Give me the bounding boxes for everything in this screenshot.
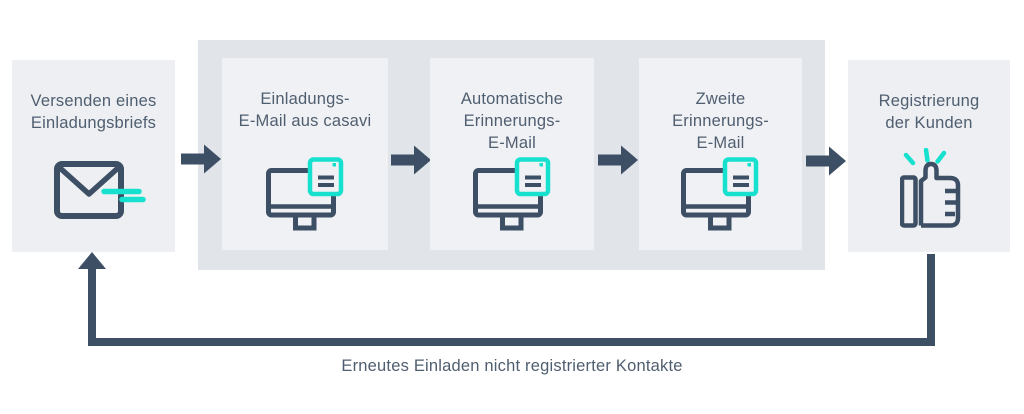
step-label-line: Einladungsbriefs <box>30 114 157 132</box>
monitor-email-icon <box>266 157 344 231</box>
step-label-line: Zweite <box>695 90 746 108</box>
step-label-line: E-Mail aus casavi <box>238 112 372 130</box>
step-label: Einladungs- E-Mail aus casavi <box>222 58 388 132</box>
flow-arrow-icon <box>806 146 846 176</box>
step-label: Registrierung der Kunden <box>848 60 1010 134</box>
step-label: Automatische Erinnerungs- E-Mail <box>430 58 594 154</box>
step-box-invitation-letter: Versenden eines Einladungsbriefs <box>12 60 175 252</box>
step-label-line: Registrierung <box>878 92 980 110</box>
step-label: Versenden eines Einladungsbriefs <box>12 60 175 134</box>
step-label-line: Erinnerungs- <box>463 112 561 130</box>
loop-arrow-line-left <box>88 267 96 346</box>
loop-arrow-line-right <box>927 254 935 346</box>
loop-arrow-line-bottom <box>88 338 935 346</box>
step-label-line: Einladungs- <box>260 90 350 108</box>
step-label-line: E-Mail <box>488 134 536 152</box>
step-label-line: Versenden eines <box>30 92 157 110</box>
flow-arrow-icon <box>391 145 431 175</box>
monitor-email-icon <box>473 157 551 231</box>
thumbs-up-icon <box>900 148 961 228</box>
step-box-auto-reminder-email: Automatische Erinnerungs- E-Mail <box>430 58 594 250</box>
step-box-invitation-email: Einladungs- E-Mail aus casavi <box>222 58 388 250</box>
step-box-second-reminder-email: Zweite Erinnerungs- E-Mail <box>639 58 802 250</box>
step-label-line: Automatische <box>460 90 564 108</box>
step-label: Zweite Erinnerungs- E-Mail <box>639 58 802 154</box>
step-box-customer-registration: Registrierung der Kunden <box>848 60 1010 252</box>
flow-arrow-icon <box>181 144 221 174</box>
step-label-line: Erinnerungs- <box>672 112 769 130</box>
loop-label: Erneutes Einladen nicht registrierter Ko… <box>341 357 683 375</box>
envelope-send-icon <box>54 161 146 219</box>
monitor-email-icon <box>681 157 759 231</box>
step-label-line: E-Mail <box>696 134 745 152</box>
step-label-line: der Kunden <box>885 114 973 132</box>
flow-arrow-icon <box>598 145 638 175</box>
loop-arrow-head-icon <box>78 252 106 269</box>
